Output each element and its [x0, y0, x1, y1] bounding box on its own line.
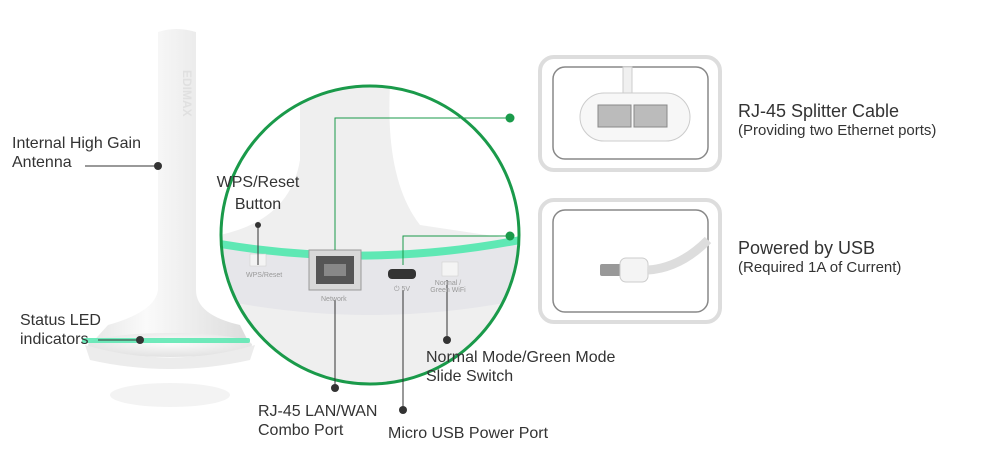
wps-label-line2: Button: [234, 196, 282, 213]
wps-label-line1: WPS/Reset: [216, 174, 300, 191]
status-led-label: Status LED indicators: [20, 311, 101, 349]
leader-lines: [85, 117, 510, 410]
network-marking: Network: [321, 296, 347, 303]
usb-power-subtitle: (Required 1A of Current): [738, 259, 902, 276]
switch-marking: Normal / Green WiFi: [430, 280, 466, 294]
rj45-port-label-line2: Combo Port: [258, 422, 344, 439]
rj45-port-label-line1: RJ-45 LAN/WAN: [258, 403, 378, 420]
brand-logo: EDIMAX: [180, 70, 194, 117]
splitter-cable-box: [538, 55, 722, 172]
usb-port-label: Micro USB Power Port: [388, 425, 549, 442]
zoom-circle: [219, 84, 521, 386]
antenna-label-line2: Antenna: [12, 154, 72, 171]
rj45-port-label: RJ-45 LAN/WAN Combo Port: [258, 402, 377, 440]
switch-label: Normal Mode/Green Mode Slide Switch: [426, 348, 615, 386]
wps-marking: WPS/Reset: [246, 272, 283, 279]
power-marking-text: 5V: [401, 286, 411, 293]
splitter-callout: RJ-45 Splitter Cable (Providing two Ethe…: [738, 100, 936, 140]
antenna-label: Internal High Gain Antenna: [12, 134, 141, 172]
splitter-title: RJ-45 Splitter Cable: [738, 101, 900, 121]
usb-cable-box: [538, 198, 722, 324]
switch-label-line1: Normal Mode/Green Mode: [426, 349, 616, 366]
splitter-subtitle: (Providing two Ethernet ports): [738, 122, 937, 139]
status-led-label-line1: Status LED: [20, 312, 101, 329]
switch-label-line2: Slide Switch: [426, 368, 514, 385]
usb-power-title: Powered by USB: [738, 238, 876, 258]
leader-dots: [136, 113, 515, 414]
magnified-view: [221, 86, 519, 384]
usb-power-callout: Powered by USB (Required 1A of Current): [738, 237, 901, 277]
power-marking: ⏻ 5V: [394, 286, 411, 293]
antenna-label-line1: Internal High Gain: [12, 135, 141, 152]
wps-label: WPS/Reset Button: [213, 172, 303, 216]
router-antenna-image: EDIMAX: [82, 29, 255, 407]
status-led-label-line2: indicators: [20, 331, 89, 348]
